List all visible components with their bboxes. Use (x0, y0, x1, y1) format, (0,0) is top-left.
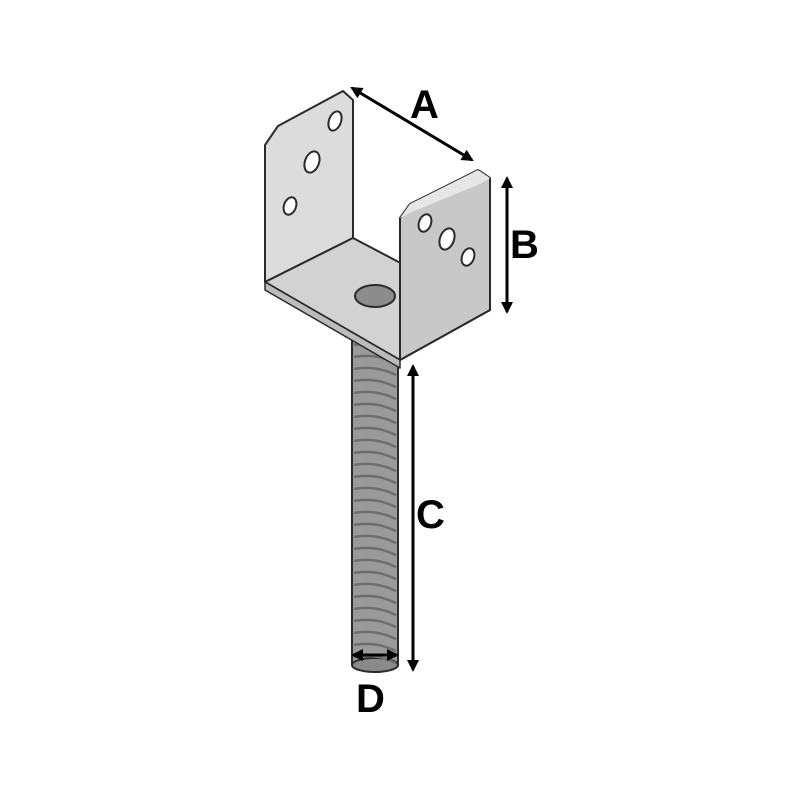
rod-thread (353, 390, 397, 401)
base-plate-edge (264, 281, 401, 369)
rod-thread (353, 582, 397, 593)
rod-thread (353, 438, 397, 449)
right-wall-hole (417, 213, 433, 233)
rod-thread (353, 546, 397, 557)
dimension-b: B (501, 176, 539, 314)
rod-thread (353, 426, 397, 437)
base-hole (354, 284, 396, 308)
rod-thread (353, 618, 397, 629)
rod-thread (353, 402, 397, 413)
rod-thread (353, 366, 397, 377)
rod-thread (353, 534, 397, 545)
u-bracket (264, 90, 491, 369)
dimension-d-label: D (356, 677, 385, 721)
dimension-a: A (350, 83, 474, 162)
rod-thread (353, 498, 397, 509)
dimension-c-label: C (416, 493, 445, 537)
right-wall-edge (400, 170, 490, 218)
dimension-b-label: B (510, 223, 539, 267)
right-wall-hole (438, 227, 456, 251)
rod-thread (353, 486, 397, 497)
dimension-a-arrow (350, 86, 474, 162)
right-wall (399, 169, 491, 361)
rod-thread (353, 510, 397, 521)
rod-thread (353, 378, 397, 389)
dimension-d: D (351, 649, 399, 721)
left-wall-hole (303, 150, 321, 174)
rod-thread (353, 414, 397, 425)
left-wall-hole (282, 196, 298, 216)
rod-thread (353, 462, 397, 473)
rod-threads (353, 342, 397, 665)
rod-thread (353, 630, 397, 641)
rod-thread (353, 558, 397, 569)
rod-thread (353, 570, 397, 581)
left-wall-hole (327, 110, 343, 132)
right-wall-hole (460, 247, 476, 267)
threaded-rod (351, 334, 399, 673)
dimension-a-label: A (410, 83, 439, 127)
rod-thread (353, 606, 397, 617)
dimension-c: C (407, 364, 445, 672)
rod-thread (353, 522, 397, 533)
rod-thread (353, 594, 397, 605)
rod-thread (353, 450, 397, 461)
rod-thread (353, 474, 397, 485)
